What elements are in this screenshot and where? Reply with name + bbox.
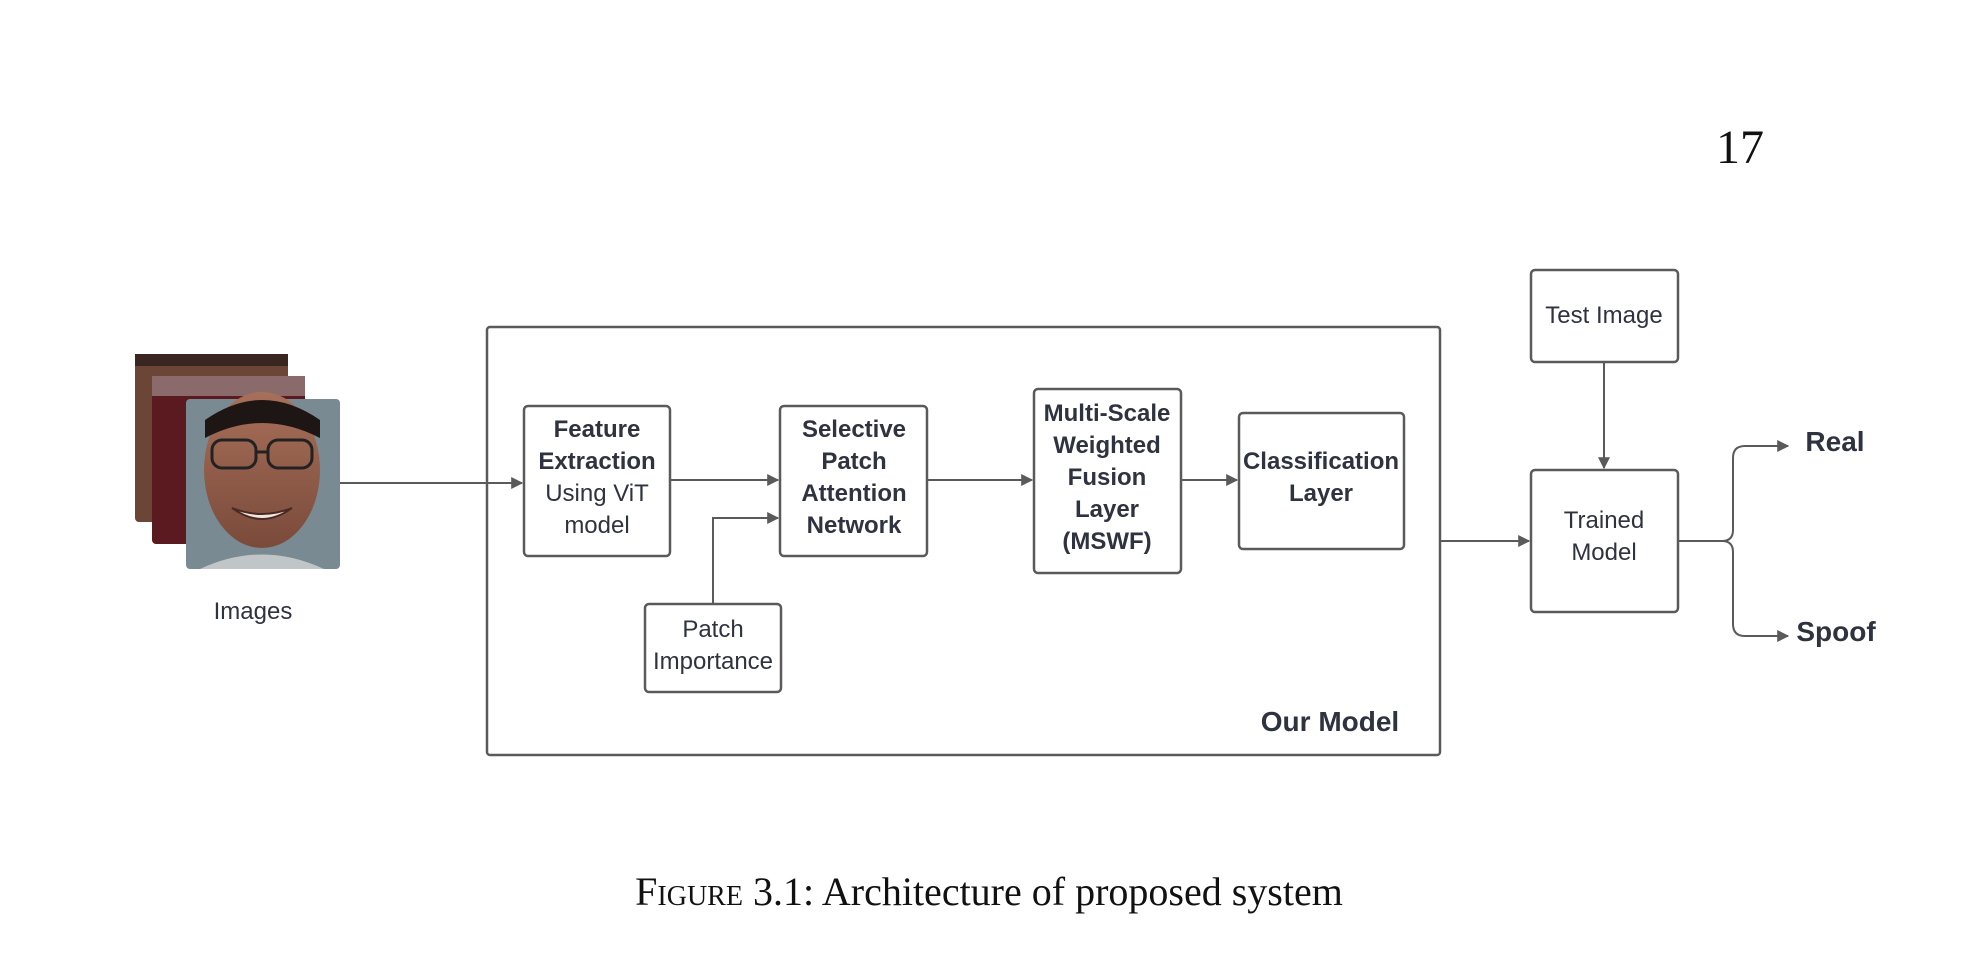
trained-model-line-1: Trained [1564,507,1644,534]
selective-patch-line-1: Selective [802,416,906,443]
feature-extraction-line-4: model [564,512,629,539]
mswf-line-3: Fusion [1068,464,1147,491]
selective-patch-line-3: Attention [801,480,906,507]
figure-caption: Figure 3.1: Architecture of proposed sys… [0,868,1978,915]
selective-patch-line-2: Patch [821,448,886,475]
mswf-line-4: Layer [1075,496,1139,523]
figure-caption-text: Architecture of proposed system [814,869,1343,914]
mswf-line-2: Weighted [1053,432,1161,459]
images-label: Images [214,598,293,625]
output-real-label: Real [1805,426,1864,457]
our-model-label: Our Model [1261,706,1399,737]
patch-importance-line-1: Patch [682,616,743,643]
mswf-line-1: Multi-Scale [1044,400,1171,427]
selective-patch-line-4: Network [807,512,902,539]
trained-model-line-2: Model [1571,539,1636,566]
patch-importance-line-2: Importance [653,648,773,675]
mswf-line-5: (MSWF) [1062,528,1151,555]
arrow-patch-importance-to-selective-patch [712,512,780,604]
classification-layer-box [1237,411,1406,551]
figure-caption-prefix: Figure 3.1: [635,869,815,914]
connector-trained-model-branch [1678,440,1790,542]
feature-extraction-line-2: Extraction [538,448,655,475]
face-images-stack [135,354,340,569]
page-number: 17 [1716,121,1764,174]
feature-extraction-line-1: Feature [554,416,641,443]
classification-line-1: Classification [1243,448,1399,475]
connector-trained-model-branch-spoof [1721,540,1790,642]
output-spoof-label: Spoof [1796,616,1876,647]
test-image-label: Test Image [1545,302,1662,329]
feature-extraction-line-3: Using ViT [545,480,649,507]
classification-line-2: Layer [1289,480,1353,507]
